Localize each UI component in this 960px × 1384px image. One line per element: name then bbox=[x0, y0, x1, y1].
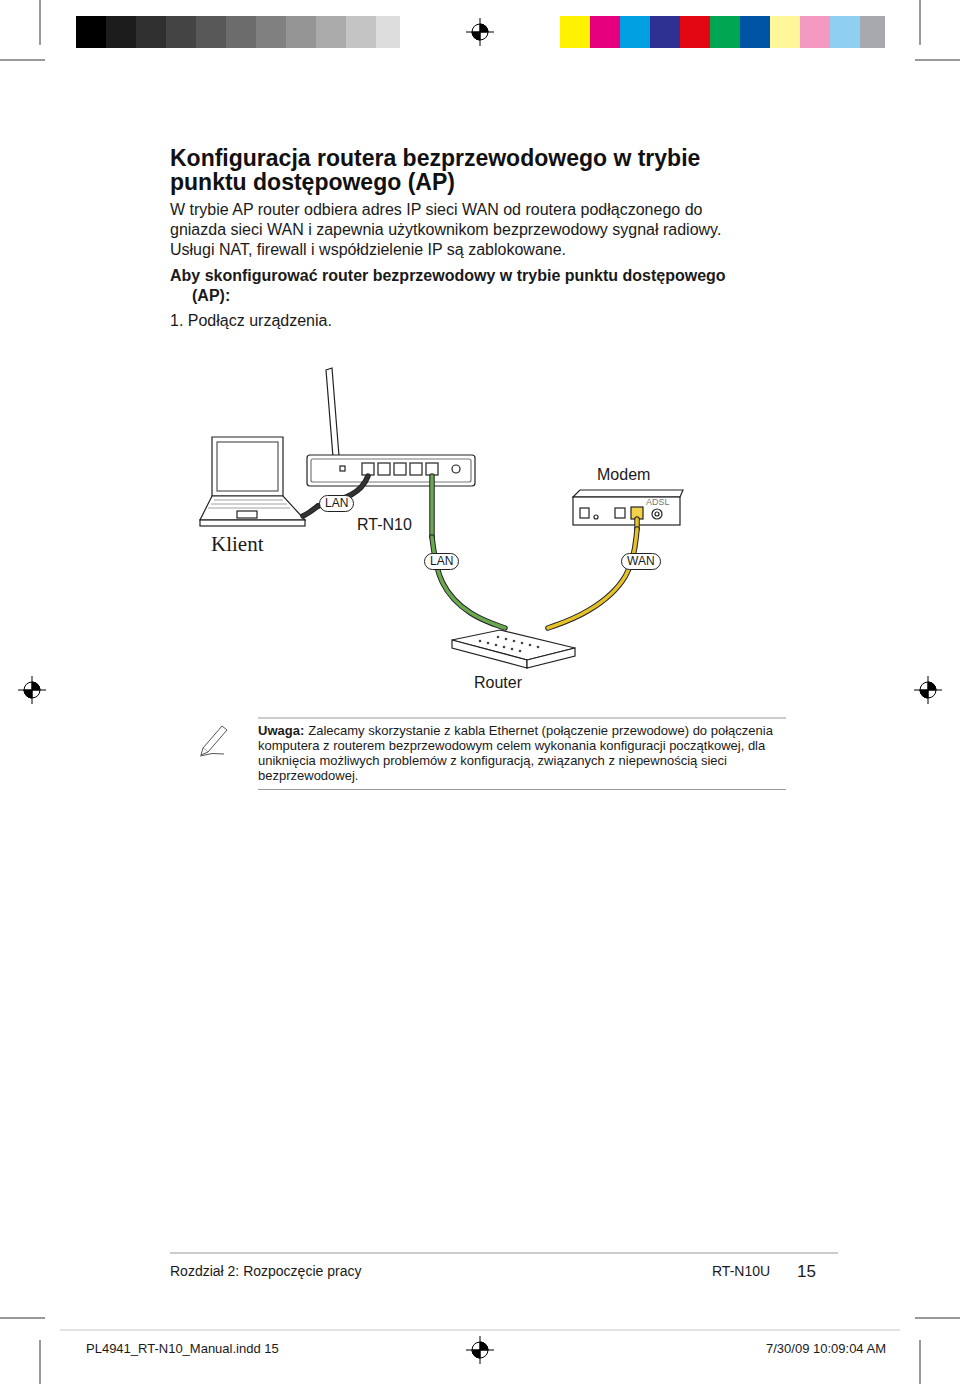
cable-outline bbox=[303, 506, 318, 516]
modem-illustration bbox=[573, 490, 683, 525]
body-text: W trybie AP router odbiera adres IP siec… bbox=[170, 200, 755, 260]
cable-outline bbox=[548, 529, 637, 628]
device-label: Klient bbox=[211, 532, 264, 557]
device-label: Modem bbox=[597, 466, 650, 484]
router-device: Router bbox=[448, 628, 578, 696]
device-label: RT-N10 bbox=[357, 516, 412, 534]
router-illustration bbox=[452, 630, 575, 668]
wireless-router-illustration bbox=[307, 368, 475, 486]
note-box: Uwaga:Zalecamy skorzystanie z kabla Ethe… bbox=[258, 723, 786, 790]
cable-outline bbox=[432, 537, 505, 628]
cable-core bbox=[432, 537, 505, 628]
laptop-illustration bbox=[200, 437, 305, 526]
network-cable bbox=[303, 506, 318, 516]
client-device: Klient bbox=[198, 432, 303, 562]
footer-rule bbox=[170, 1253, 838, 1254]
modem-device: Modem bbox=[568, 462, 684, 529]
device-label: Router bbox=[474, 674, 522, 692]
network-cable bbox=[548, 529, 637, 628]
port-label: WAN bbox=[621, 553, 661, 570]
note-heading: Uwaga: bbox=[258, 723, 304, 738]
device-marking: ADSL bbox=[646, 497, 670, 507]
slug-date: 7/30/09 10:09:04 AM bbox=[766, 1341, 886, 1356]
slug-rule bbox=[60, 1330, 900, 1331]
color-bar bbox=[76, 16, 885, 48]
access-point-device: RT-N10 bbox=[318, 362, 478, 537]
cable-tail bbox=[318, 476, 637, 537]
note-text: Zalecamy skorzystanie z kabla Ethernet (… bbox=[258, 723, 773, 783]
note-rule bbox=[258, 718, 786, 719]
footer-chapter: Rozdział 2: Rozpoczęcie pracy bbox=[170, 1263, 361, 1279]
slug-file: PL4941_RT-N10_Manual.indd 15 bbox=[86, 1341, 279, 1356]
text-column: Konfiguracja routera bezprzewodowego w t… bbox=[170, 146, 755, 331]
footer-model: RT-N10U bbox=[712, 1263, 770, 1279]
port-label: LAN bbox=[424, 553, 459, 570]
page-title: Konfiguracja routera bezprzewodowego w t… bbox=[170, 146, 755, 194]
page-number: 15 bbox=[797, 1262, 816, 1282]
cable-core bbox=[303, 506, 318, 516]
cable-core bbox=[548, 529, 637, 628]
registration-mark bbox=[18, 18, 942, 1364]
network-cable bbox=[432, 537, 505, 628]
port-label: LAN bbox=[319, 495, 354, 512]
instruction-heading: Aby skonfigurować router bezprzewodowy w… bbox=[170, 266, 755, 306]
pen-icon bbox=[200, 726, 227, 756]
step-text: 1. Podłącz urządzenia. bbox=[170, 311, 755, 331]
